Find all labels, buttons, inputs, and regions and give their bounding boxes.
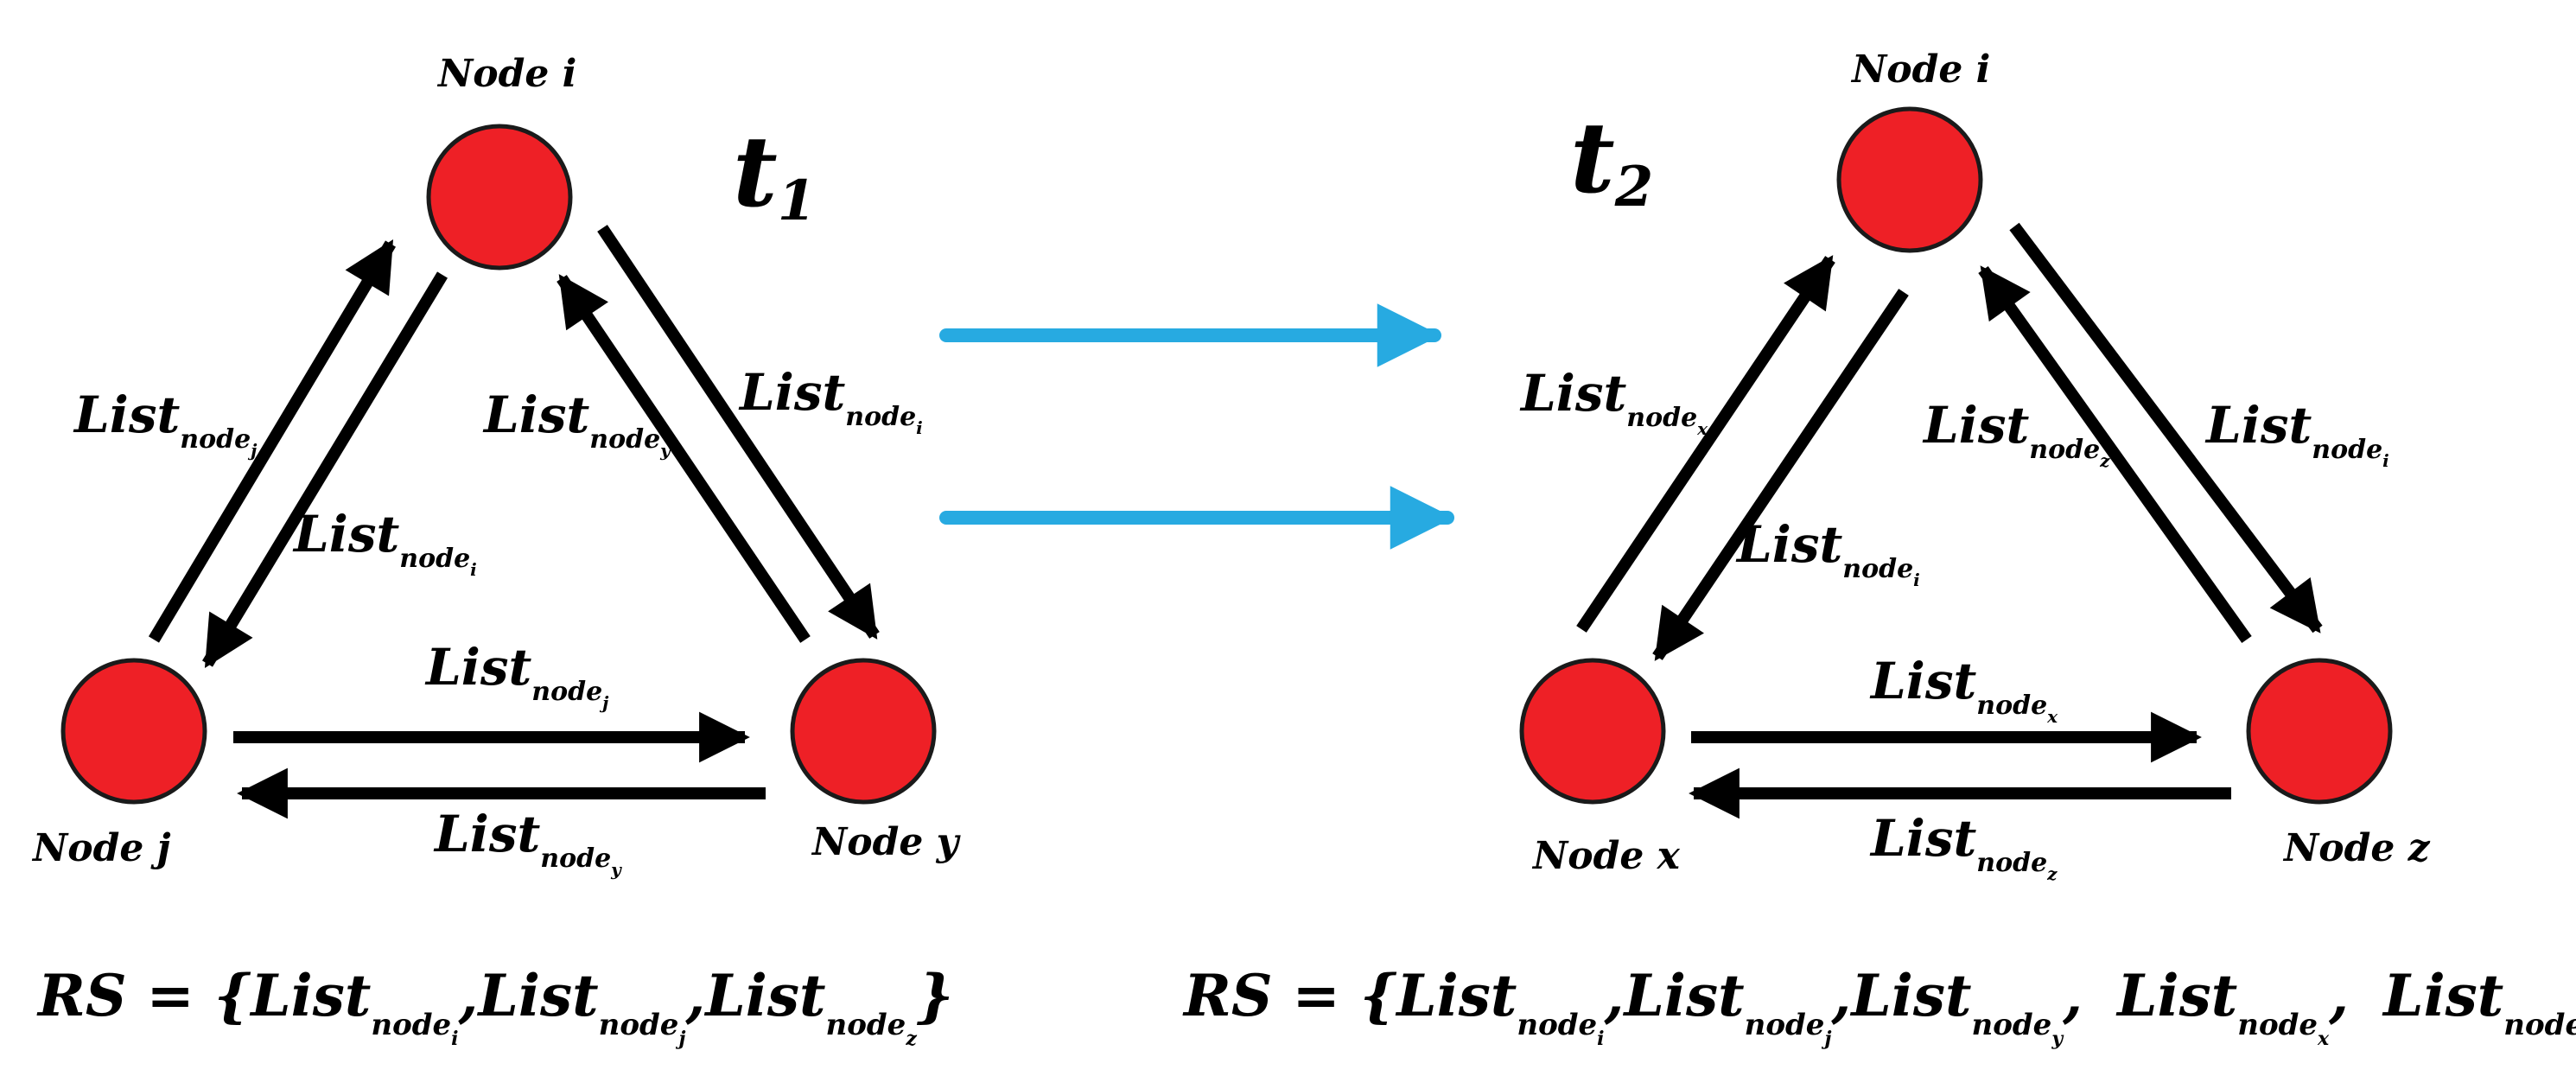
arrow-y-to-i [557, 274, 811, 643]
panel-t1: Node i Node j Node y t1 Listnodej Listno… [31, 52, 962, 1050]
arrow-x-to-i [1576, 255, 1835, 633]
edge-label-j-to-i: Listnodej [73, 385, 258, 461]
node-i-circle [426, 124, 573, 271]
arrow-i-to-y [597, 225, 880, 640]
node-j-circle [60, 658, 207, 805]
node-z-circle [2246, 658, 2393, 805]
arrow-i-to-z [2009, 222, 2323, 634]
edge-label-i-to-y: Listnodei [738, 363, 923, 438]
arrow-i-to-j [202, 271, 448, 669]
edge-label-i-to-j: Listnodei [292, 505, 477, 580]
time-label-t1: t1 [733, 116, 816, 233]
node-label-right: Node z [2282, 826, 2431, 870]
edge-label-x-to-i: Listnodex [1519, 364, 1708, 439]
arrow-j-to-i [148, 239, 397, 643]
edge-label-z-to-x: Listnodez [1869, 809, 2058, 884]
edge-label-i-to-z: Listnodei [2204, 396, 2389, 471]
edge-label-x-to-z: Listnodex [1869, 652, 2058, 727]
node-label-left: Node x [1531, 834, 1681, 878]
edge-label-y-to-i: Listnodey [482, 385, 671, 461]
node-label-top: Node i [436, 52, 576, 96]
rs-formula-t2: RS = {Listnodei,Listnodej,Listnodey,List… [1182, 962, 2576, 1050]
node-label-left: Node j [31, 826, 171, 870]
arrow-z-to-i [1978, 265, 2252, 644]
edge-label-j-to-y: Listnodej [424, 638, 609, 713]
edge-label-y-to-j: Listnodey [433, 805, 622, 880]
edge-label-z-to-i: Listnodez [1922, 396, 2110, 471]
rs-formula-t1: RS = {Listnodei,Listnodej,Listnodez} [36, 962, 953, 1050]
node-y-circle [790, 658, 937, 805]
panel-t2: Node i Node x Node z t2 Listnodex Listno… [1182, 48, 2576, 1050]
edge-label-i-to-x: Listnodei [1735, 515, 1920, 590]
node-label-right: Node y [811, 820, 962, 864]
node-label-top: Node i [1850, 48, 1990, 92]
time-label-t2: t2 [1570, 102, 1653, 220]
arrow-i-to-x [1652, 289, 1909, 661]
node-x-circle [1519, 658, 1666, 805]
node-i-circle [1836, 106, 1983, 253]
